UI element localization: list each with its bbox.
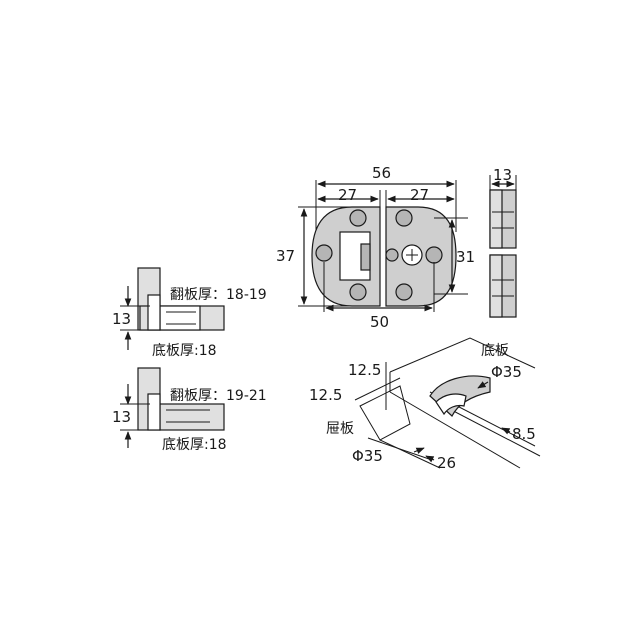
- dim-right-half: 27: [410, 186, 429, 204]
- dim-height: 37: [276, 247, 295, 265]
- front-view: 56 27 27 37 31 50: [276, 164, 475, 331]
- install-bottom: 13 翻板厚：19-21 底板厚:18: [112, 367, 267, 453]
- iso-view: 12.5 12.5 屉板 底板 Φ35 8.5 Φ35 26: [309, 337, 541, 472]
- iso-flap-label: 屉板: [326, 421, 354, 437]
- dim-hole-span: 50: [370, 313, 389, 331]
- install-top: 13 翻板厚：18-19 底板厚:18: [112, 267, 267, 359]
- screw-hole: [349, 283, 367, 301]
- iso-cup-top: Φ35: [491, 363, 522, 381]
- screw-hole: [425, 246, 443, 264]
- iso-dim-a: 12.5: [348, 361, 381, 379]
- screw-hole: [315, 244, 333, 262]
- iso-dim-b: 12.5: [309, 386, 342, 404]
- install-bottom-base-label: 底板厚:18: [162, 437, 227, 453]
- install-bottom-flap-label: 翻板厚：19-21: [170, 388, 267, 404]
- install-bottom-gap: 13: [112, 408, 131, 426]
- install-top-base-label: 底板厚:18: [152, 343, 217, 359]
- dim-inner-height: 31: [456, 248, 475, 266]
- iso-base-label: 底板: [481, 343, 509, 359]
- pivot-hole: [385, 248, 399, 262]
- iso-offset: 26: [437, 454, 456, 472]
- dim-overall-width: 56: [372, 164, 391, 182]
- screw-hole: [395, 283, 413, 301]
- knuckle-inner: [360, 243, 371, 271]
- install-top-gap: 13: [112, 310, 131, 328]
- install-top-flap-label: 翻板厚：18-19: [170, 287, 267, 303]
- screw-hole: [349, 209, 367, 227]
- iso-cup-bottom: Φ35: [352, 447, 383, 465]
- side-view: 13: [489, 166, 517, 318]
- screw-hole: [395, 209, 413, 227]
- iso-depth: 8.5: [512, 425, 536, 443]
- dim-thickness: 13: [493, 166, 512, 184]
- dim-left-half: 27: [338, 186, 357, 204]
